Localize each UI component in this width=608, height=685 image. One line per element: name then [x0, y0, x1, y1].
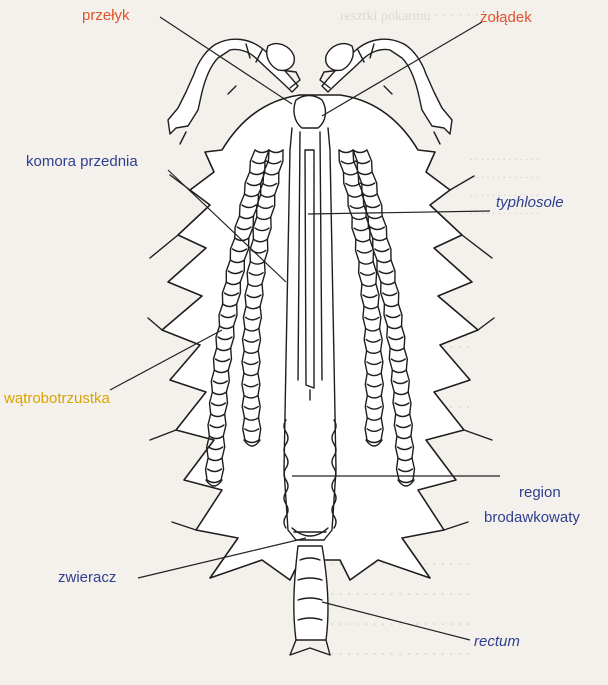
- svg-text:. . . . . . . . . . . . .: . . . . . . . . . . . . .: [470, 151, 539, 163]
- label-zwieracz: zwieracz: [58, 569, 116, 586]
- label-rectum: rectum: [474, 633, 520, 650]
- label-watrobotrzustka: wątrobotrzustka: [3, 390, 111, 407]
- label-brodawkowaty: brodawkowaty: [484, 509, 580, 526]
- svg-text:. . . . . . . . . . . . . . .: . . . . . . . . . . . . . . . . .: [330, 640, 470, 659]
- svg-text:. . . . . . . . . . . . . . .: . . . . . . . . . . . . . . . . .: [330, 580, 470, 599]
- label-region: region: [519, 484, 561, 501]
- svg-text:resztki pokarmu · · · · · ·: resztki pokarmu · · · · · ·: [340, 9, 480, 24]
- label-przelyk: przełyk: [82, 7, 130, 24]
- svg-text:. . . . . . . . . . . . .: . . . . . . . . . . . . .: [470, 169, 539, 181]
- label-zoladek: żołądek: [480, 9, 532, 26]
- label-typhlosole: typhlosole: [496, 194, 564, 211]
- label-komora-przednia: komora przednia: [26, 153, 138, 170]
- svg-text:. . . . . . . . . . . . . . .: . . . . . . . . . . . . . . . . .: [330, 610, 470, 629]
